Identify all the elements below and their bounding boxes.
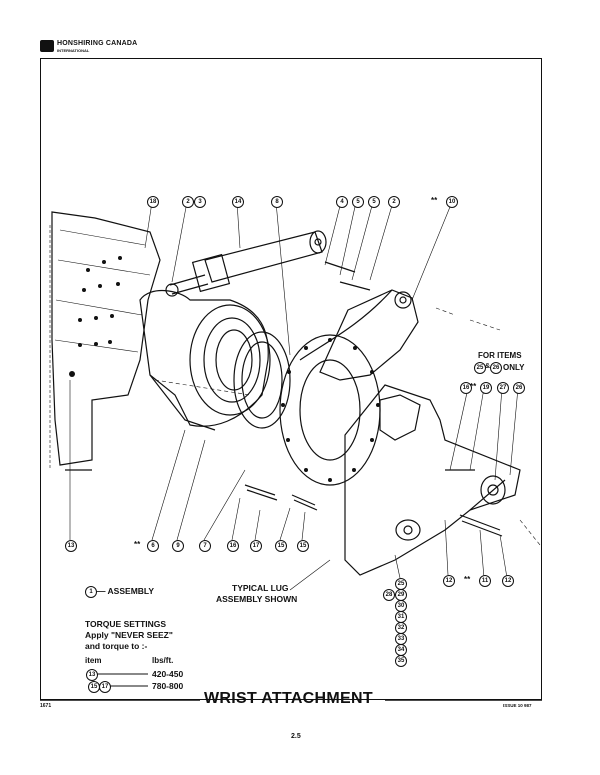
issue-label: ISSUE 10 987: [503, 703, 532, 708]
brand-subtitle: INTERNATIONAL: [57, 48, 90, 53]
typical-lug-label: TYPICAL LUG: [232, 583, 289, 593]
torque-item-13: 13: [86, 669, 98, 681]
callout-11: 11: [479, 575, 491, 587]
double-star-10: **: [431, 196, 438, 205]
lug-assembly: [344, 384, 521, 576]
boom-bolt-holes: [69, 256, 122, 377]
callout-16: 16: [227, 540, 239, 552]
assembly-label: — ASSEMBLY: [97, 586, 154, 596]
double-star-6: **: [134, 540, 141, 549]
torque-table-lines: [97, 673, 148, 687]
assembly-shown-label: ASSEMBLY SHOWN: [216, 594, 298, 604]
callout-13: 13: [65, 540, 77, 552]
assembly-callout-1: 1: [85, 586, 97, 598]
for-items-25: 25: [474, 362, 486, 374]
callout-25: 25: [395, 578, 407, 590]
torque-col-units: lbs/ft.: [152, 656, 174, 665]
callout-33: 33: [395, 633, 407, 645]
callout-28: 28: [383, 589, 395, 601]
callout-15: 15: [275, 540, 287, 552]
flange-bolt-holes: [281, 338, 380, 482]
callout-5b: 5: [368, 196, 380, 208]
callout-7: 7: [199, 540, 211, 552]
link-arm: [299, 289, 419, 381]
torque-col-item: item: [85, 656, 102, 665]
for-items-26: 26: [490, 362, 502, 374]
callout-2: 2: [182, 196, 194, 208]
callout-27: 27: [497, 382, 509, 394]
callout-12: 12: [443, 575, 455, 587]
callout-3: 3: [194, 196, 206, 208]
footer-code: 1671: [40, 703, 52, 709]
callout-10: 10: [446, 196, 458, 208]
callout-26: 26: [513, 382, 525, 394]
torque-title: TORQUE SETTINGS: [85, 619, 167, 629]
callout-14: 14: [232, 196, 244, 208]
callout-17: 17: [250, 540, 262, 552]
callout-19: 19: [480, 382, 492, 394]
callout-4: 4: [336, 196, 348, 208]
company-logo: [40, 40, 54, 52]
torque-and: and torque to :-: [85, 641, 148, 651]
callout-18: 18: [147, 196, 159, 208]
torque-value-1: 420-450: [152, 669, 184, 679]
callout-8: 8: [271, 196, 283, 208]
double-star-11: **: [464, 575, 471, 584]
ring-gear: [233, 331, 291, 429]
torque-item-17: 17: [99, 681, 111, 693]
callout-2b: 2: [388, 196, 400, 208]
callout-35: 35: [395, 655, 407, 667]
brand-name: HONSHIRING CANADA: [57, 40, 138, 47]
callout-9: 9: [172, 540, 184, 552]
housing-bracket: [139, 290, 271, 431]
callout-16b: 16: [460, 382, 472, 394]
callout-5: 5: [352, 196, 364, 208]
hydraulic-cylinder: [165, 230, 327, 297]
boom-end-structure: [49, 211, 161, 471]
callout-6: 6: [147, 540, 159, 552]
double-star-19: **: [470, 382, 477, 391]
page-frame: [40, 58, 542, 700]
bolts: [244, 261, 503, 537]
page-title: WRIST ATTACHMENT: [204, 690, 373, 707]
for-items-and: &: [485, 363, 491, 370]
callout-12b: 12: [502, 575, 514, 587]
callout-15b: 15: [297, 540, 309, 552]
torque-value-2: 780-800: [152, 681, 184, 691]
for-items-only: ONLY: [503, 363, 525, 372]
torque-apply: Apply "NEVER SEEZ": [85, 630, 173, 640]
for-items-heading: FOR ITEMS: [478, 351, 522, 360]
leader-lines: [69, 201, 541, 591]
page-number: 2.5: [291, 733, 301, 740]
